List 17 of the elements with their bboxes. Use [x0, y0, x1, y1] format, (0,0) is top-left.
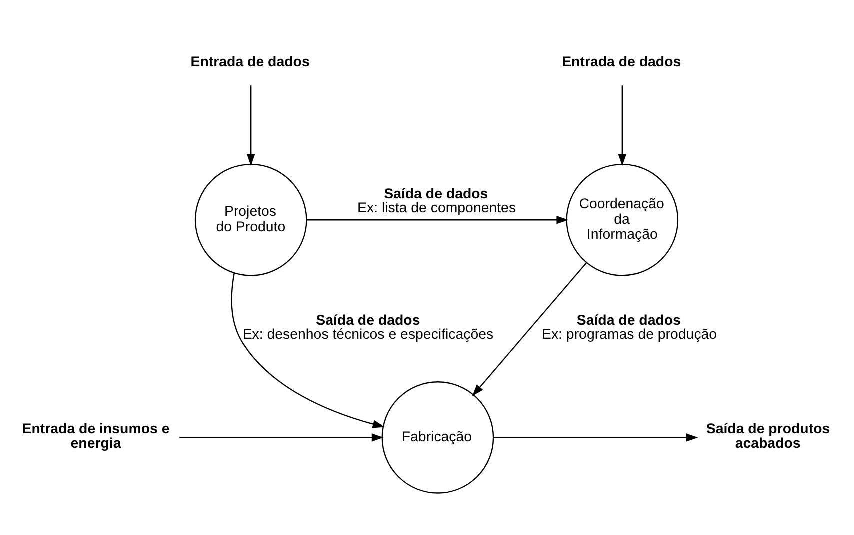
- node-text: Entrada de dados: [562, 54, 682, 70]
- arrow: [306, 215, 569, 224]
- arrow: [246, 85, 256, 166]
- arrow: [494, 433, 698, 442]
- arrow: [180, 433, 384, 442]
- node-text: Entrada de dados: [190, 54, 310, 70]
- node-text: Saída de produtos acabados: [706, 421, 830, 452]
- node-text: Entrada de insumos e energia: [22, 421, 170, 452]
- arrow: [231, 272, 385, 428]
- node-circle: Coordenação da Informação: [566, 163, 679, 276]
- edge-label: Saída de dados Ex: desenhos técnicos e especificações: [242, 312, 494, 343]
- arrow: [472, 262, 587, 396]
- node-circle: Fabricação: [382, 381, 494, 494]
- edge-label: Saída de dados Ex: lista de componentes: [358, 186, 516, 216]
- node-circle: Projetos do Produto: [194, 163, 308, 276]
- edge-label: Saída de dados Ex: programas de produção: [542, 312, 718, 343]
- arrow: [618, 85, 627, 166]
